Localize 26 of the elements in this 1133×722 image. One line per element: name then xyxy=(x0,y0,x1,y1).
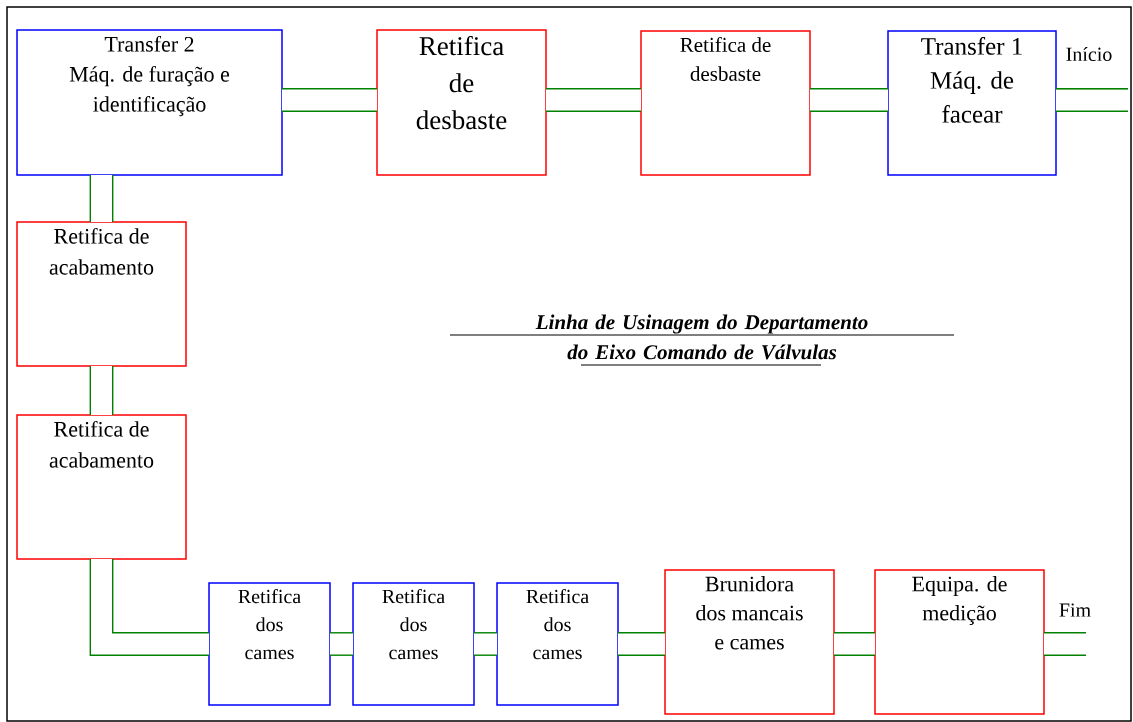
conveyor xyxy=(89,559,209,656)
conveyor xyxy=(1044,632,1086,656)
conveyor xyxy=(89,175,114,222)
conveyor xyxy=(282,88,377,112)
machine-box: Retifica dos cames xyxy=(496,582,619,706)
grinder-box: Equipa. de medição xyxy=(874,569,1045,715)
conveyor xyxy=(546,88,641,112)
title: Linha de Usinagem do Departamento do Eixo Comando de Válvulas xyxy=(449,314,955,366)
conveyor xyxy=(834,632,875,656)
machine-box: Retifica dos cames xyxy=(208,582,331,706)
conveyor xyxy=(89,366,114,415)
grinder-box: Brunidora dos mancais e cames xyxy=(664,569,835,715)
conveyor xyxy=(810,88,888,112)
grinder-box: Retifica de acabamento xyxy=(16,221,187,367)
edge-label: Início xyxy=(1064,45,1114,63)
machine-box: Retifica dos cames xyxy=(352,582,475,706)
machine-box: Transfer 1 Máq. de facear xyxy=(887,30,1057,176)
conveyor xyxy=(1056,88,1128,112)
grinder-box: Retifica de desbaste xyxy=(376,29,547,176)
grinder-box: Retifica de acabamento xyxy=(16,414,187,560)
conveyor xyxy=(618,632,665,656)
edge-label: Fim xyxy=(1057,602,1093,618)
conveyor xyxy=(474,632,497,656)
machine-box: Transfer 2 Máq. de furação e identificação xyxy=(16,29,283,176)
conveyor xyxy=(330,632,353,656)
grinder-box: Retifica de desbaste xyxy=(640,30,811,176)
